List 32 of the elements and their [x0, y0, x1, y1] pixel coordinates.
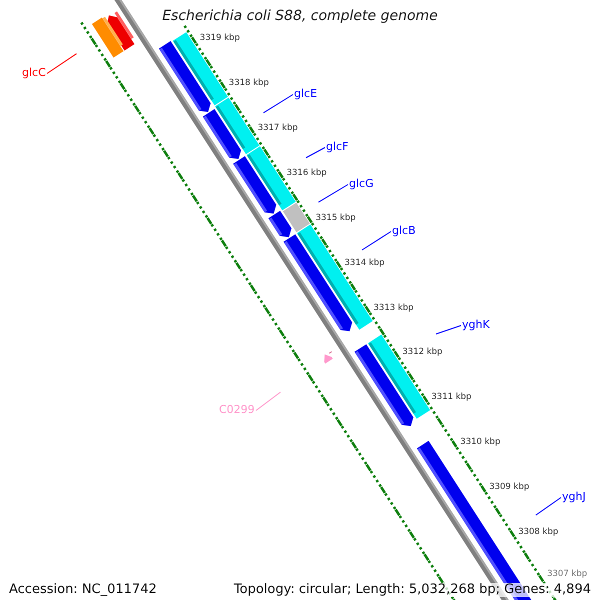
leader-line	[256, 392, 281, 411]
leader-line	[362, 231, 392, 250]
gene-label: C0299	[219, 403, 255, 416]
scale-label: 3313 kbp	[374, 302, 414, 313]
gene-label: yghJ	[562, 490, 586, 503]
gene-label: glcC	[22, 66, 46, 79]
scale-label: 3316 kbp	[286, 168, 327, 178]
gene-label: glcF	[326, 140, 348, 153]
scale-label: 3308 kbp	[518, 526, 558, 537]
leader-line	[46, 53, 78, 74]
gene-label: glcG	[349, 177, 374, 190]
scale-label: 3318 kbp	[228, 78, 269, 88]
gene-label: glcE	[294, 87, 318, 100]
title: Escherichia coli S88, complete genome	[160, 8, 440, 24]
scale-label: 3310 kbp	[460, 437, 500, 448]
gene-label: glcB	[392, 224, 416, 237]
scale-label: 3307 kbp	[547, 568, 588, 579]
scale-label: 3311 kbp	[431, 392, 472, 402]
leader-line	[306, 147, 326, 158]
leader-line	[436, 325, 462, 334]
accession-text: Accession: NC_011742	[9, 583, 157, 597]
leader-line	[318, 184, 348, 203]
genome-info-text: Topology: circular; Length: 5,032,268 bp; Genes: 4,894	[234, 583, 591, 597]
scale-label: 3309 kbp	[489, 482, 530, 492]
scale-label: 3312 kbp	[402, 347, 442, 358]
leader-line	[262, 94, 294, 114]
gene-label: yghK	[462, 318, 490, 331]
scale-label: 3317 kbp	[258, 123, 298, 134]
leader-line	[535, 497, 562, 516]
scale-label: 3315 kbp	[316, 212, 356, 223]
scale-label: 3314 kbp	[344, 258, 385, 268]
scale-label: 3319 kbp	[200, 33, 240, 44]
